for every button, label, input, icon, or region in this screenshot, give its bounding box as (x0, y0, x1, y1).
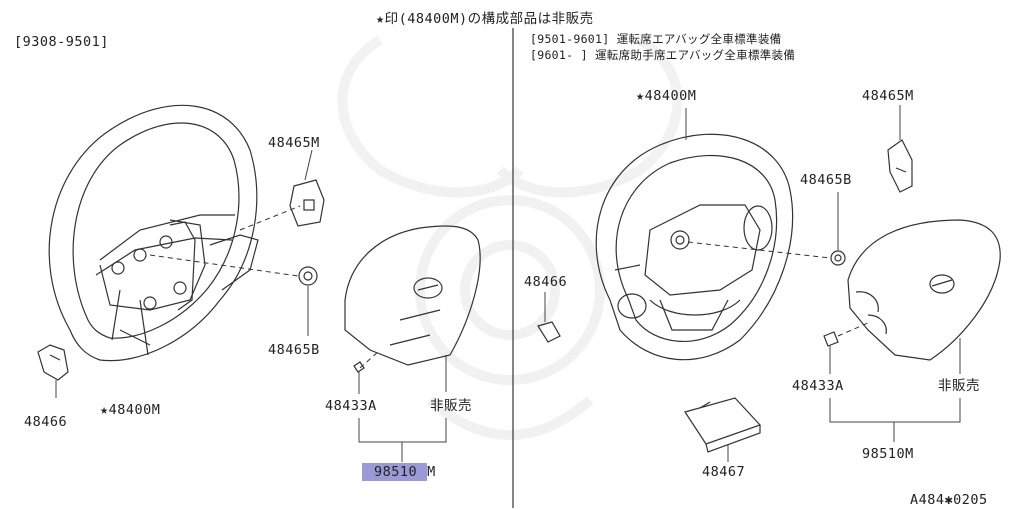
header-note: ★印(48400M)の構成部品は非販売 (376, 11, 594, 27)
right-label-48465b: 48465B (800, 172, 852, 188)
left-clip-48466 (37, 344, 69, 398)
right-label-98510m: 98510M (862, 446, 914, 462)
right-label-48465m: 48465M (862, 88, 914, 104)
right-label-48433a: 48433A (792, 378, 844, 394)
left-label-48466: 48466 (24, 414, 68, 430)
left-label-48433a: 48433A (325, 398, 377, 414)
watermark-emblem (337, 35, 683, 440)
right-label-48400m: ★48400M (636, 88, 697, 104)
right-airbag-module (823, 219, 1001, 442)
footer-code: A484✱0205 (910, 492, 988, 508)
left-label-48465m: 48465M (268, 135, 320, 151)
right-cover-48467 (684, 397, 762, 462)
right-label-48466: 48466 (524, 274, 568, 290)
left-label-48465b: 48465B (268, 342, 320, 358)
left-airbag-module (344, 225, 481, 462)
right-note-2: [9601- ] 運転席助手席エアバッグ全車標準装備 (530, 48, 796, 62)
left-steering-wheel (48, 104, 259, 362)
right-steering-wheel (595, 108, 831, 361)
left-label-48400m: ★48400M (100, 402, 161, 418)
left-pad-48465m (239, 149, 325, 231)
right-label-48467: 48467 (702, 464, 746, 480)
left-nut-48465b (149, 254, 318, 336)
right-note-1: [9501-9601] 運転席エアバッグ全車標準装備 (530, 32, 782, 46)
right-nut-48465b (830, 192, 846, 266)
left-range-label: [9308-9501] (14, 34, 109, 50)
left-label-not-for-sale: 非販売 (430, 398, 472, 414)
part-suffix: M (427, 464, 436, 480)
right-pad-48465m (887, 105, 913, 193)
right-clip-48466 (537, 292, 561, 343)
highlighted-part-number[interactable]: 98510 (362, 463, 428, 481)
right-label-not-for-sale: 非販売 (938, 378, 980, 394)
